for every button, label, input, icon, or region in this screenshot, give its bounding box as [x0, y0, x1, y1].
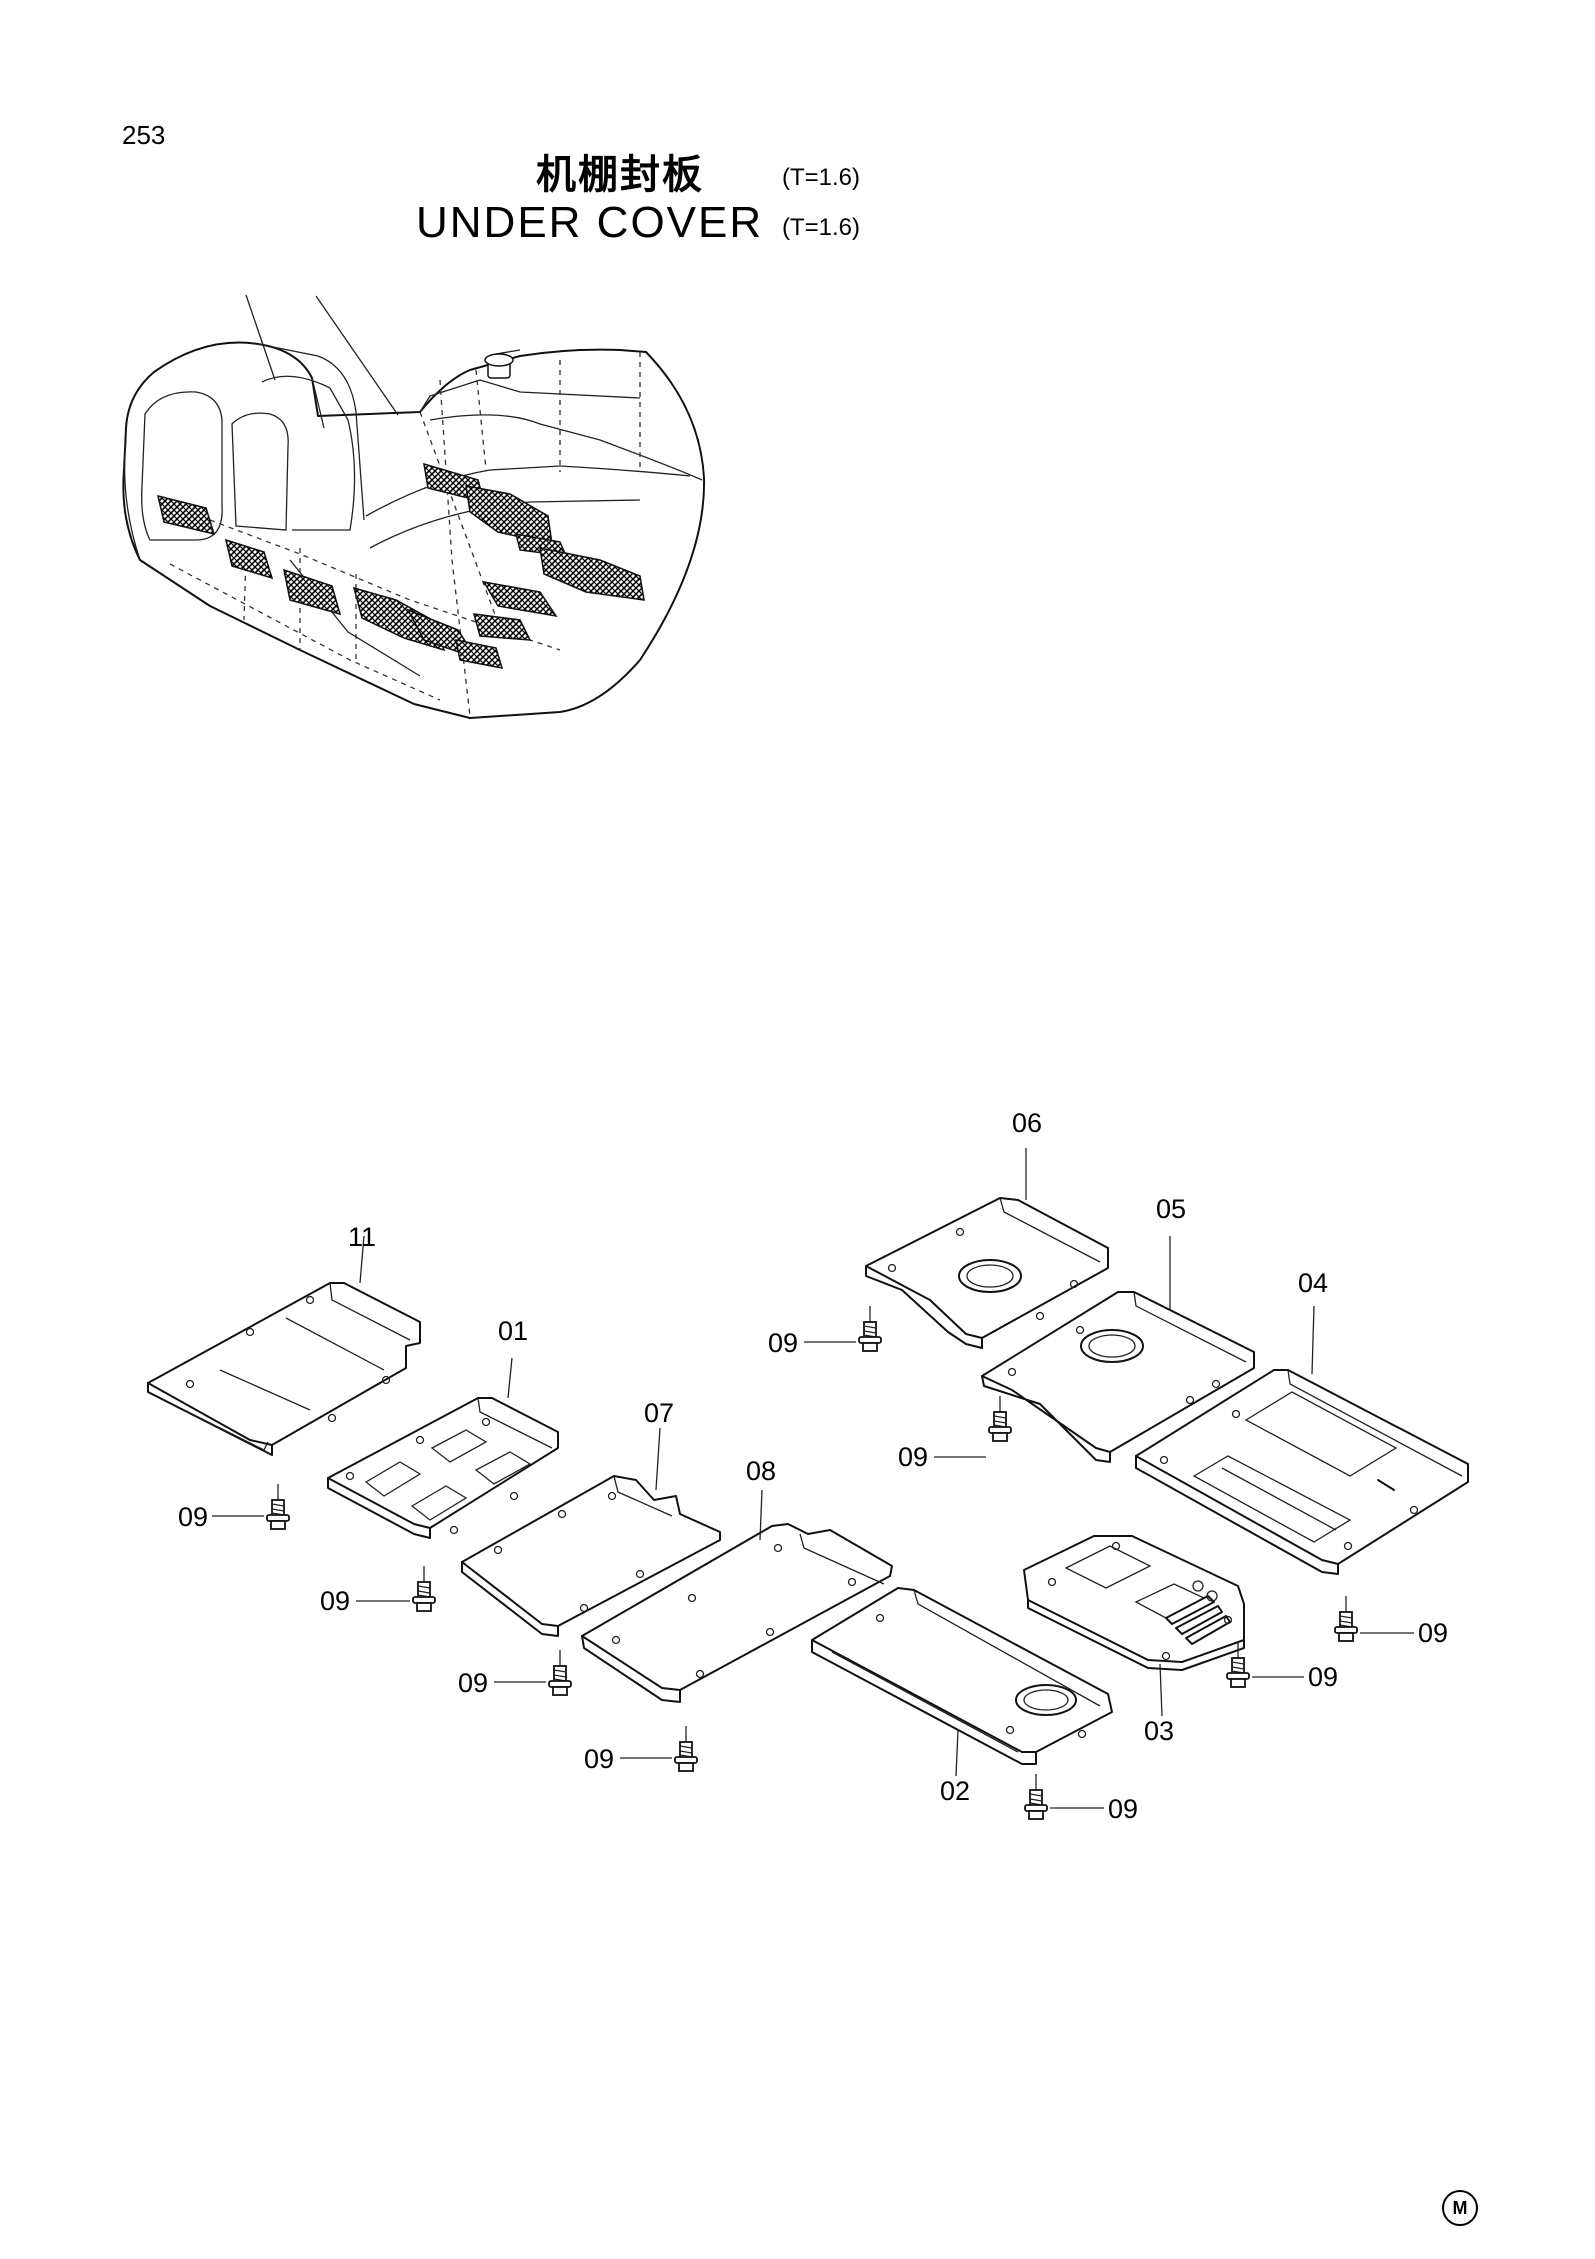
title-english: UNDER COVER: [416, 198, 764, 247]
leader-lines: [212, 1341, 1414, 1809]
callout-02: 02: [940, 1776, 970, 1806]
callout-01: 01: [498, 1316, 528, 1346]
callout-07: 07: [644, 1398, 674, 1428]
cover-plate-11: [147, 1235, 421, 1456]
title-chinese: 机棚封板: [536, 152, 704, 198]
callout-04: 04: [1298, 1268, 1328, 1298]
cover-plate-05: [981, 1236, 1255, 1463]
callout-09: 09: [1308, 1662, 1338, 1692]
title-english-thickness: (T=1.6): [782, 214, 861, 241]
cover-plate-01: [327, 1357, 559, 1539]
callout-06: 06: [1012, 1108, 1042, 1138]
corner-mark: M: [1442, 2190, 1478, 2226]
page-number: 253: [122, 120, 166, 150]
excavator-upper-structure-icon: [122, 294, 706, 719]
callout-09: 09: [584, 1744, 614, 1774]
cover-plate-02: [811, 1587, 1113, 1777]
cover-plate-04: [1135, 1305, 1469, 1575]
callout-09: 09: [1418, 1618, 1448, 1648]
callout-09: 09: [898, 1442, 928, 1472]
callout-09: 09: [768, 1328, 798, 1358]
cover-plate-03: [1023, 1535, 1245, 1717]
callout-05: 05: [1156, 1194, 1186, 1224]
callout-08: 08: [746, 1456, 776, 1486]
callout-09: 09: [178, 1502, 208, 1532]
callout-labels: 11 01 07 08 06 05 04 03 02 09 09 09 09 0…: [178, 1108, 1448, 1824]
cover-plate-08: [581, 1489, 893, 1703]
title-chinese-thickness: (T=1.6): [782, 164, 861, 191]
cover-plate-06: [865, 1148, 1109, 1349]
callout-11: 11: [348, 1222, 376, 1252]
callout-09: 09: [458, 1668, 488, 1698]
callout-03: 03: [1144, 1716, 1174, 1746]
callout-09: 09: [1108, 1794, 1138, 1824]
cover-plate-07: [461, 1427, 721, 1637]
callout-09: 09: [320, 1586, 350, 1616]
